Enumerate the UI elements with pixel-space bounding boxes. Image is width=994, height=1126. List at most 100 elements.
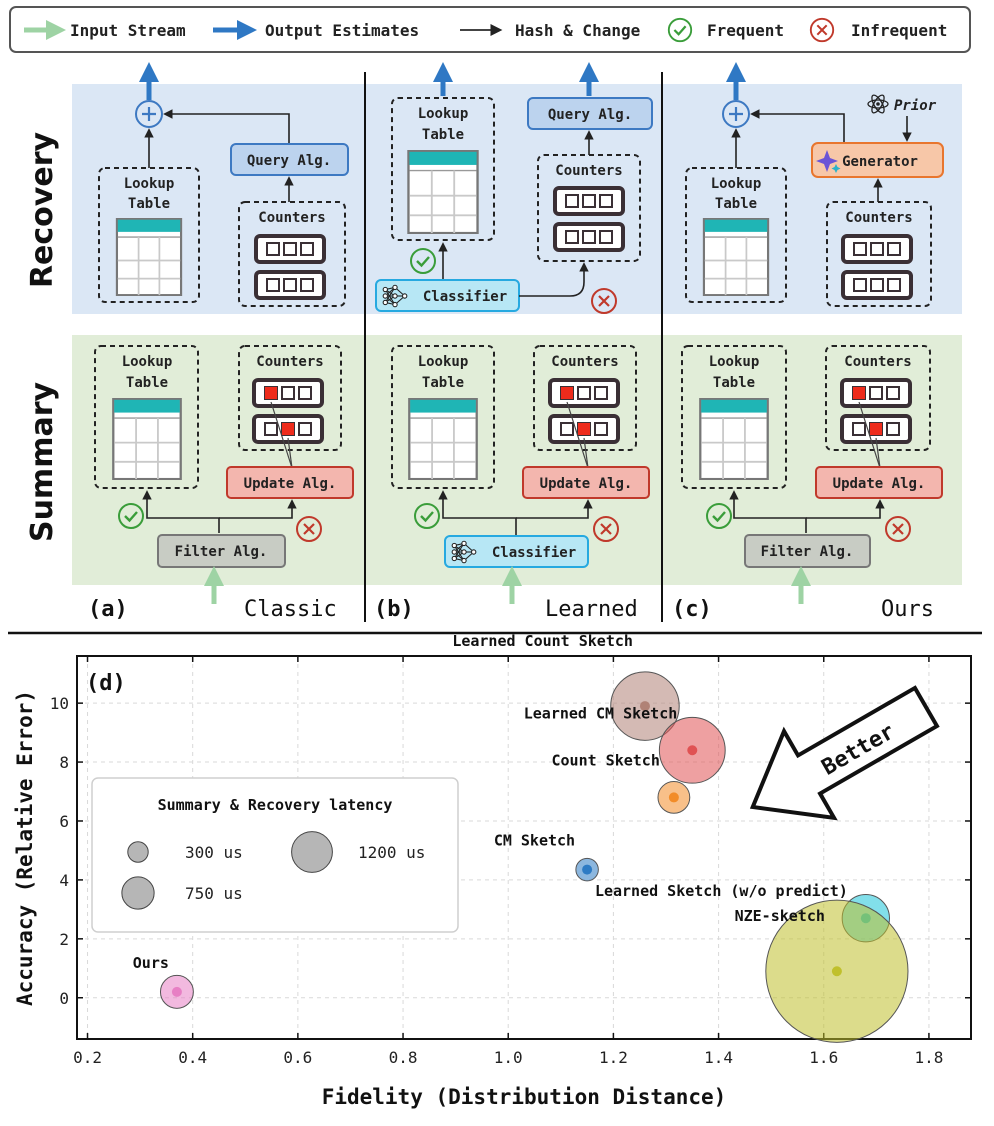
table-icon xyxy=(699,398,769,480)
legend-frequent: Frequent xyxy=(707,21,784,40)
lookup-table-box xyxy=(391,345,495,489)
y-tick-label: 0 xyxy=(59,989,69,1008)
atom-icon xyxy=(867,94,889,114)
lookup-label: Lookup xyxy=(711,176,762,192)
size-legend-label: 300 us xyxy=(185,843,243,862)
y-tick-label: 8 xyxy=(59,753,69,772)
lookup-table-box xyxy=(94,345,199,489)
filter-alg-label: Filter Alg. xyxy=(761,544,854,560)
updated-cell-icon xyxy=(561,387,573,399)
recovery-band xyxy=(72,84,962,314)
size-legend-marker xyxy=(291,831,333,873)
sparkle-icon xyxy=(816,150,841,173)
x-tick-label: 0.6 xyxy=(283,1048,312,1067)
point-label: Ours xyxy=(133,954,169,972)
generator-box xyxy=(811,142,944,178)
x-tick-label: 1.4 xyxy=(704,1048,733,1067)
lookup-label: Lookup xyxy=(709,354,760,370)
prior-label: Prior xyxy=(894,98,937,114)
table-label: Table xyxy=(126,375,168,391)
updated-cell-icon xyxy=(870,423,882,435)
lookup-label: Lookup xyxy=(418,106,469,122)
x-axis-label: Fidelity (Distribution Distance) xyxy=(322,1085,727,1109)
y-axis-label: Accuracy (Relative Error) xyxy=(13,690,37,1006)
counter-row-icon xyxy=(254,270,326,300)
x-tick-label: 1.2 xyxy=(599,1048,628,1067)
table-label: Table xyxy=(422,375,464,391)
update-alg-box xyxy=(522,466,650,499)
filter-alg-label: Filter Alg. xyxy=(175,544,268,560)
size-legend-marker xyxy=(127,841,149,863)
counters-box xyxy=(537,154,641,262)
counters-box xyxy=(825,345,931,451)
panel-name-classic: Classic xyxy=(244,597,337,622)
table-label: Table xyxy=(715,196,757,212)
update-alg-box xyxy=(226,466,354,499)
bubble-center xyxy=(171,986,182,997)
size-legend-marker xyxy=(121,876,155,910)
counter-row-icon xyxy=(252,378,324,408)
updated-cell-icon xyxy=(853,387,865,399)
y-tick-label: 10 xyxy=(50,694,69,713)
better-arrow: Better xyxy=(749,685,940,821)
bubble-center xyxy=(831,966,842,977)
counter-row-icon xyxy=(553,222,625,252)
legend: Input Stream Output Estimates Hash & Cha… xyxy=(9,6,971,53)
y-tick-label: 6 xyxy=(59,812,69,831)
table-icon xyxy=(408,398,478,480)
query-alg-box xyxy=(527,97,653,130)
x-tick-label: 0.2 xyxy=(73,1048,102,1067)
panel-learned: Lookup Table Query Alg. Counters Classif… xyxy=(374,62,653,622)
query-alg-box xyxy=(230,143,349,176)
bubble-center xyxy=(639,701,650,712)
counters-label: Counters xyxy=(845,210,912,226)
y-tick-label: 2 xyxy=(59,930,69,949)
counters-label: Counters xyxy=(844,354,911,370)
table-icon xyxy=(702,218,770,296)
x-tick-label: 1.0 xyxy=(494,1048,523,1067)
update-alg-label: Update Alg. xyxy=(244,476,337,492)
classifier-label: Classifier xyxy=(423,289,507,305)
lookup-table-box xyxy=(98,167,200,303)
counter-row-icon xyxy=(553,186,625,216)
updated-cell-icon xyxy=(265,387,277,399)
counters-label: Counters xyxy=(258,210,325,226)
table-icon xyxy=(115,218,183,296)
point-label: Learned Count Sketch xyxy=(452,632,633,650)
legend-hash-change: Hash & Change xyxy=(515,21,640,40)
table-label: Table xyxy=(128,196,170,212)
table-icon xyxy=(407,150,479,234)
point-label: Learned CM Sketch xyxy=(524,704,678,722)
counters-box xyxy=(826,201,932,307)
update-alg-label: Update Alg. xyxy=(833,476,926,492)
size-legend-label: 750 us xyxy=(185,884,243,903)
panel-name-learned: Learned xyxy=(545,597,638,622)
panel-tag-b: (b) xyxy=(374,597,414,622)
lookup-table-box xyxy=(391,97,495,241)
row-label-recovery: Recovery xyxy=(25,132,60,289)
legend-input-stream: Input Stream xyxy=(70,21,186,40)
table-label: Table xyxy=(422,127,464,143)
classifier-label: Classifier xyxy=(492,545,576,561)
generator-label: Generator xyxy=(842,154,918,170)
size-legend-label: 1200 us xyxy=(358,843,425,862)
point-label: Learned Sketch (w/o predict) xyxy=(595,882,848,900)
query-alg-label: Query Alg. xyxy=(548,107,632,123)
panel-tag-a: (a) xyxy=(88,597,128,622)
updated-cell-icon xyxy=(578,423,590,435)
point-label: CM Sketch xyxy=(494,832,575,850)
legend-output-estimates: Output Estimates xyxy=(265,21,419,40)
counter-row-icon xyxy=(548,378,620,408)
bubble-center xyxy=(668,792,679,803)
counter-row-icon xyxy=(254,234,326,264)
row-label-summary: Summary xyxy=(25,382,60,543)
panel-ours: Lookup Table Prior Generator Counters Lo… xyxy=(672,62,944,622)
x-tick-label: 1.6 xyxy=(809,1048,838,1067)
panel-tag-c: (c) xyxy=(672,597,712,622)
update-alg-box xyxy=(815,466,943,499)
lookup-label: Lookup xyxy=(418,354,469,370)
